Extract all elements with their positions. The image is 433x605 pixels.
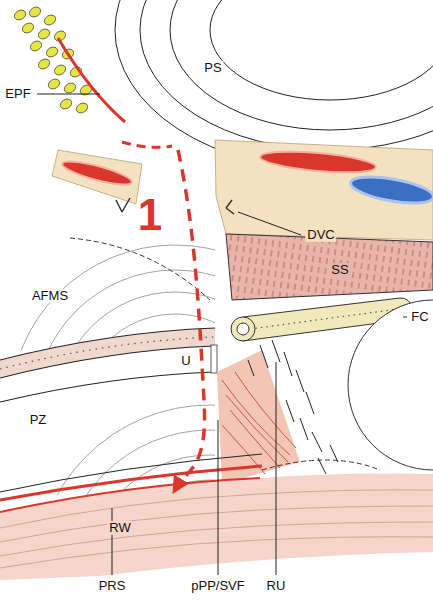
part-label: EPF [3, 87, 32, 101]
vessel [259, 148, 376, 176]
part-label: RU [265, 579, 288, 593]
dashed-edge [262, 460, 380, 470]
part-label: AFMS [30, 289, 70, 303]
fascia-line [58, 38, 125, 122]
wall-lines [0, 490, 433, 568]
part-label: PRS [97, 579, 128, 593]
part-label: FC [409, 310, 430, 324]
fascia-line [0, 478, 260, 512]
urethra-wall [0, 328, 215, 378]
dissection-arrow [176, 150, 205, 488]
fascia-line [0, 466, 262, 500]
part-label: U [179, 354, 192, 368]
clip-marks [116, 198, 234, 214]
capsule-line [0, 454, 262, 492]
part-label: pPP/SVF [189, 579, 246, 593]
cut-edge [211, 345, 217, 373]
vein [349, 172, 433, 208]
ligament [52, 150, 142, 204]
dissection-plane [122, 142, 172, 147]
urethra-line [0, 372, 215, 402]
sphincter [226, 234, 433, 300]
tube-end [231, 317, 255, 341]
part-label: RW [107, 521, 132, 535]
vessel [60, 157, 133, 189]
capsule-edge [70, 238, 210, 300]
fibres [222, 372, 296, 474]
tube-lumen [237, 323, 249, 335]
pubic-symphysis [115, 0, 433, 160]
part-label: PS [202, 61, 223, 75]
part-label: SS [329, 263, 350, 277]
urethra-dots [0, 337, 215, 369]
leader-lines [37, 94, 407, 575]
callout-number: 1 [136, 191, 164, 239]
rectal-lumen [348, 300, 433, 470]
part-label: PZ [28, 413, 49, 427]
part-label: DVC [305, 228, 336, 242]
